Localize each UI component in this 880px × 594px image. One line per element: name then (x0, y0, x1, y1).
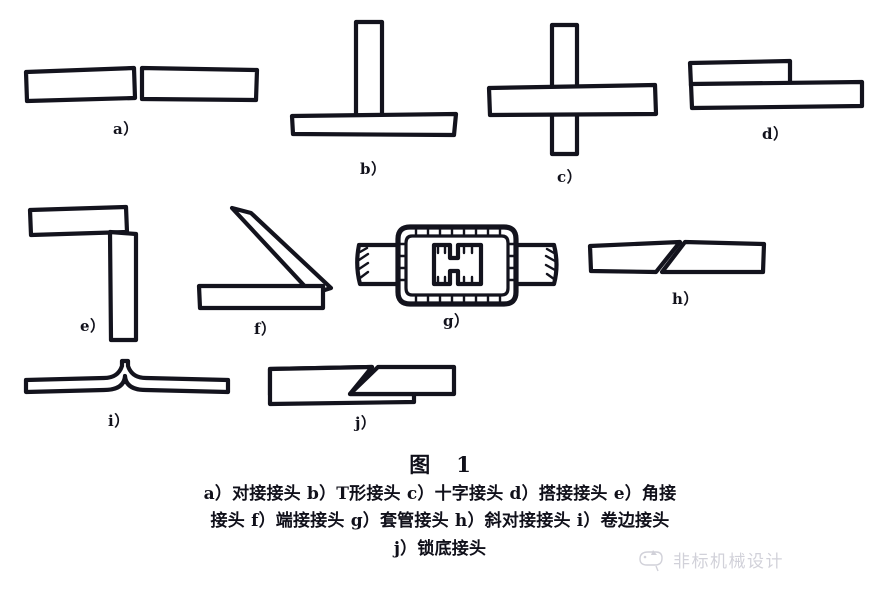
sleeve-hatch (396, 225, 518, 306)
sleeve-inner-wall (404, 234, 510, 297)
corner-plate-vertical (107, 229, 139, 343)
lock-bottom-joint-drawing (267, 364, 457, 407)
sleeve-pipe-right-hatch (544, 247, 557, 281)
panel-label-g: g） (443, 312, 470, 330)
edge-plate-inclined (229, 205, 334, 297)
panel-label-b: b） (360, 160, 387, 178)
panel-label-h: h） (672, 290, 699, 308)
figure-title: 图1 (0, 449, 880, 481)
tee-base-plate (289, 111, 459, 138)
butt-plate-right (139, 65, 260, 103)
edge-joint-drawing (196, 205, 334, 311)
tee-vertical-plate (353, 19, 385, 119)
scarf-plate-right (659, 239, 767, 275)
sleeve-joint-weld-hatch (436, 244, 474, 285)
panel-tee-joint (288, 18, 462, 138)
panel-corner-joint (26, 204, 154, 344)
scarf-butt-joint-drawing (587, 239, 767, 275)
panel-label-a: a） (113, 120, 139, 138)
cruciform-lower-plate (549, 111, 580, 157)
figure-caption-block: 图1 a）对接接头 b）T形接头 c）十字接头 d）搭接接头 e）角接 接头 f… (0, 449, 880, 563)
figure-title-number: 1 (456, 452, 497, 477)
panel-flanged-edge-joint (22, 358, 234, 400)
panel-label-e: e） (80, 317, 106, 335)
panel-lock-bottom-joint (266, 362, 464, 408)
panel-lap-joint (686, 58, 868, 112)
panel-label-f: f） (254, 320, 277, 338)
flanged-edge-joint-drawing (23, 358, 231, 395)
corner-joint-drawing (27, 204, 139, 343)
panel-label-j: j） (355, 414, 377, 432)
panel-label-c: c） (557, 168, 583, 186)
sleeve-pipe-left-hatch (357, 246, 370, 280)
cruciform-joint-drawing (486, 22, 659, 157)
lap-plate-lower (688, 79, 865, 111)
butt-plate-left (23, 65, 138, 104)
lap-joint-drawing (687, 58, 865, 111)
sleeve-joint-drawing (355, 224, 559, 307)
edge-plate-horizontal (196, 283, 326, 311)
flanged-edge-profile (23, 358, 231, 395)
panel-label-d: d） (762, 125, 789, 143)
cruciform-upper-plate (549, 22, 580, 91)
panel-butt-joint (22, 62, 262, 106)
sleeve-pipe-ends-gap (431, 242, 484, 287)
caption-line-1: a）对接接头 b）T形接头 c）十字接头 d）搭接接头 e）角接 (203, 483, 677, 504)
panel-label-i: i） (108, 412, 130, 430)
scarf-plate-left (587, 239, 683, 275)
caption-line-3: j）锁底接头 (393, 538, 487, 559)
caption-line-2: 接头 f）端接接头 g）套管接头 h）斜对接接头 i）卷边接头 (210, 511, 670, 532)
cruciform-horizontal-plate (486, 82, 659, 118)
figure-title-word: 图 (409, 452, 457, 477)
tee-joint-drawing (289, 19, 459, 138)
butt-joint-drawing (23, 65, 260, 104)
panel-sleeve-joint (354, 222, 560, 310)
panel-cruciform-joint (486, 22, 659, 158)
panel-edge-joint (196, 204, 342, 311)
lock-bottom-plate-right (347, 364, 457, 397)
panel-scarf-butt-joint (586, 236, 770, 280)
